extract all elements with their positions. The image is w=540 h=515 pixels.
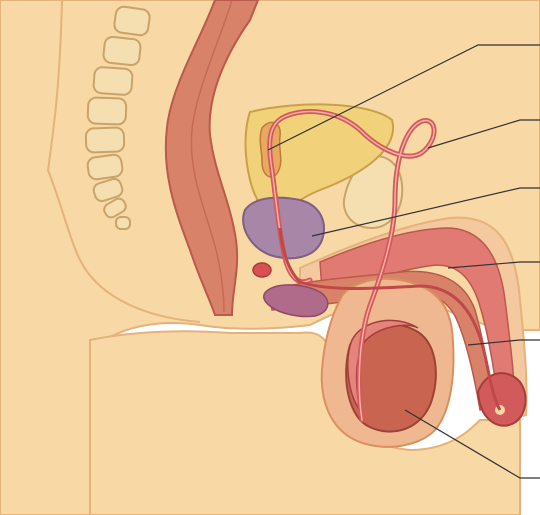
lower-body	[90, 331, 520, 515]
glans	[478, 373, 526, 426]
bulbourethral-gland	[253, 263, 271, 277]
